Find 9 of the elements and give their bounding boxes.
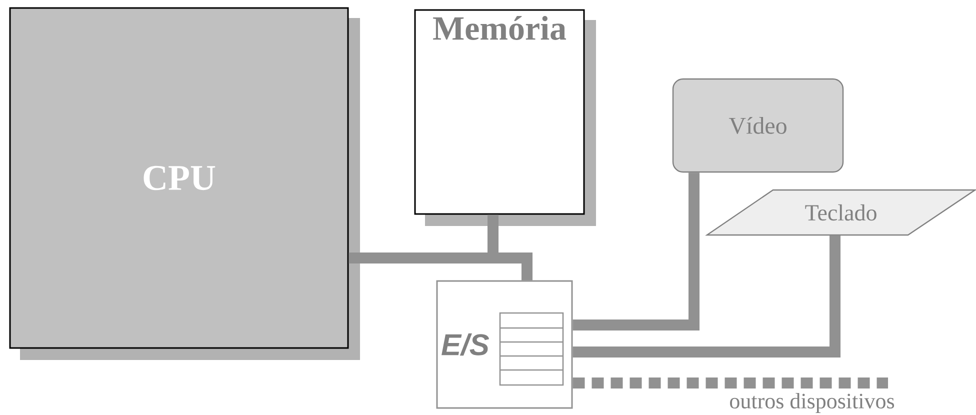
bus-line (572, 235, 840, 358)
process-box: CPU (9, 7, 349, 349)
io-box: E/S (436, 280, 573, 409)
device-label: outros dispositivos (730, 393, 894, 413)
video-box: Vídeo (672, 78, 844, 173)
bus-line (572, 172, 700, 330)
memory-box: Memória (414, 9, 585, 215)
bus-line (488, 214, 532, 280)
bus-line (572, 378, 888, 388)
